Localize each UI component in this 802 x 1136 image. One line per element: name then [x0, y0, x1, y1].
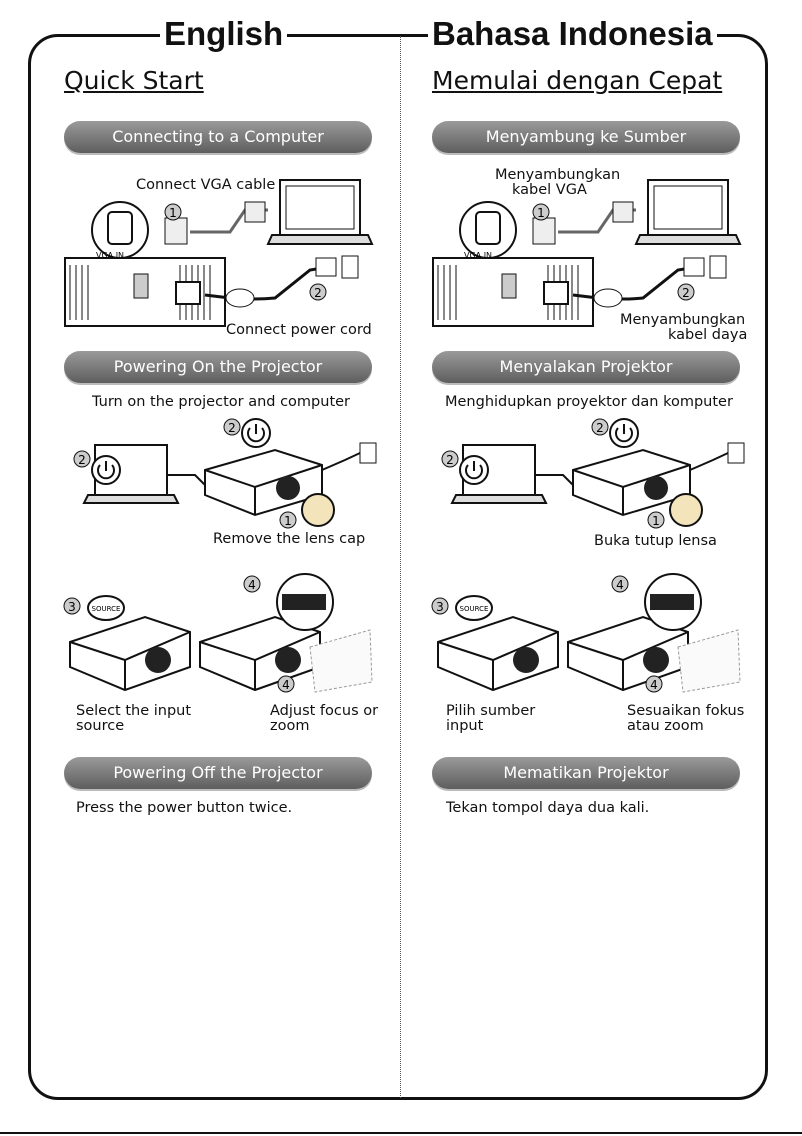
step-marker: 2 — [596, 421, 604, 435]
caption-input-source-2: source — [76, 718, 125, 734]
step-marker: 4 — [248, 578, 256, 592]
caption-vga-id-1: Menyambungkan — [495, 167, 621, 183]
caption-input-source-1: Select the input — [76, 703, 192, 719]
step-marker: 2 — [682, 286, 690, 300]
caption-input-source-id-1: Pilih sumber — [446, 703, 536, 719]
step-marker: 4 — [650, 678, 658, 692]
step-marker: 2 — [314, 286, 322, 300]
caption-focus-id-1: Sesuaikan fokus — [627, 703, 745, 719]
caption-lens-cap-id: Buka tutup lensa — [594, 533, 717, 549]
caption-vga-id-2: kabel VGA — [512, 182, 587, 198]
section-power-off: Powering Off the Projector — [64, 757, 372, 789]
caption-focus-id-2: atau zoom — [627, 718, 704, 734]
caption-power-cord-id-2: kabel daya — [668, 327, 748, 343]
caption-press-power: Press the power button twice. — [76, 800, 293, 816]
section-connect: Connecting to a Computer — [64, 121, 372, 153]
quick-start-heading-id: Memulai dengan Cepat — [432, 66, 723, 95]
caption-focus-1: Adjust focus or — [270, 703, 379, 719]
step-marker: 1 — [169, 206, 177, 220]
source-button-label: SOURCE — [92, 605, 121, 613]
caption-power-cord: Connect power cord — [226, 322, 372, 338]
language-title-indonesian: Bahasa Indonesia — [428, 12, 717, 56]
step-marker: 3 — [436, 600, 444, 614]
vga-in-label: VGA IN — [464, 251, 492, 260]
caption-press-power-id: Tekan tompol daya dua kali. — [446, 800, 650, 816]
step-marker: 2 — [78, 453, 86, 467]
page-frame — [28, 34, 768, 1100]
step-marker: 1 — [537, 206, 545, 220]
step-marker: 1 — [652, 514, 660, 528]
connection-illustration: 1 2 VGA IN — [64, 179, 374, 327]
section-power-off-id: Mematikan Projektor — [432, 757, 740, 789]
caption-turn-on: Turn on the projector and computer — [92, 394, 351, 410]
section-power-on-id: Menyalakan Projektor — [432, 351, 740, 383]
section-power-on: Powering On the Projector — [64, 351, 372, 383]
step-marker: 4 — [282, 678, 290, 692]
source-button-label: SOURCE — [460, 605, 489, 613]
footer-rule — [0, 1132, 802, 1134]
caption-vga: Connect VGA cable — [136, 177, 276, 193]
step-marker: 4 — [616, 578, 624, 592]
step-marker: 3 — [68, 600, 76, 614]
language-title-english: English — [160, 12, 288, 56]
power-on-illustration-id: 2 1 2 — [441, 418, 745, 529]
column-divider — [400, 36, 401, 1098]
vga-in-label: VGA IN — [96, 251, 124, 260]
connection-illustration-id: 1 2 VGA IN — [432, 179, 742, 327]
caption-turn-on-id: Menghidupkan proyektor dan komputer — [445, 394, 733, 410]
caption-power-cord-id-1: Menyambungkan — [620, 312, 746, 328]
power-on-illustration: 2 1 2 — [73, 418, 377, 529]
source-focus-illustration-id: 3 SOURCE 4 4 — [431, 573, 741, 693]
quick-start-heading: Quick Start — [64, 66, 204, 95]
step-marker: 2 — [446, 453, 454, 467]
step-marker: 2 — [228, 421, 236, 435]
source-focus-illustration: 3 SOURCE 4 4 — [63, 573, 373, 693]
caption-input-source-id-2: input — [446, 718, 484, 734]
caption-lens-cap: Remove the lens cap — [213, 531, 366, 547]
section-connect-id: Menyambung ke Sumber — [432, 121, 740, 153]
caption-focus-2: zoom — [270, 718, 310, 734]
step-marker: 1 — [284, 514, 292, 528]
